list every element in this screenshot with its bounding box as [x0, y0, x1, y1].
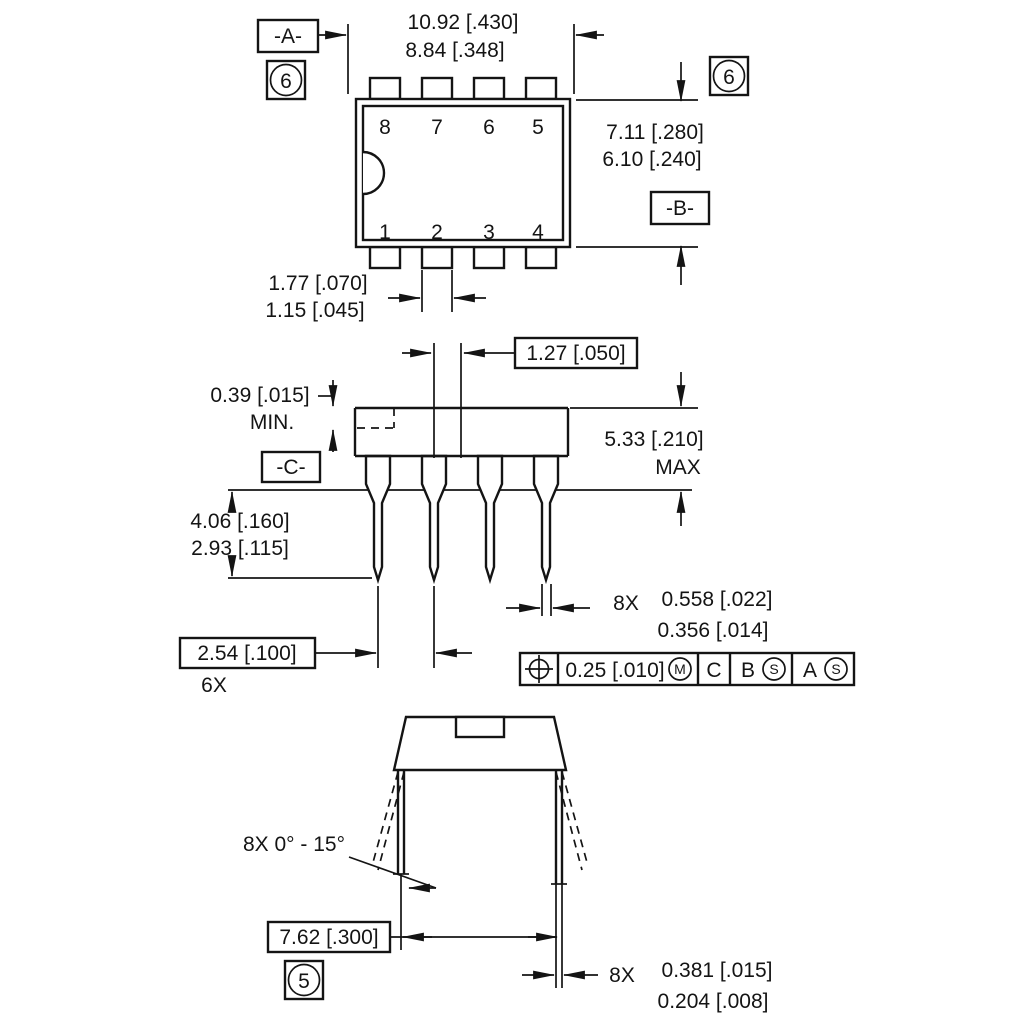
end-view-leads — [393, 770, 567, 988]
dim-lead-thickness-mm: 0.381 [.015] — [662, 959, 773, 982]
datum-b-label: -B- — [666, 197, 694, 220]
dim-lead-width-in: 0.356 [.014] — [658, 619, 769, 642]
flag-5-label: 5 — [298, 970, 310, 993]
side-view: 1.27 [.050] 0.39 [.015] MIN. -C- 5.33 [.… — [178, 336, 856, 697]
dim-package-height: 7.11 [.280] 6.10 [.240] — [576, 62, 704, 285]
dim-pitch-qualifier: 6X — [201, 674, 227, 697]
datum-a: -A- — [256, 18, 320, 54]
datum-b: -B- — [649, 190, 711, 226]
dim-height-in: 6.10 [.240] — [602, 148, 701, 171]
pin-number: 8 — [379, 116, 391, 139]
end-view-index-notch — [454, 715, 506, 739]
dim-standoff: 0.39 [.015] MIN. — [210, 380, 338, 452]
dim-standoff-label: 0.39 [.015] — [210, 384, 309, 407]
pin-number: 1 — [379, 221, 391, 244]
fcf-datum-tertiary: A — [803, 659, 817, 682]
datum-c-label: -C- — [276, 456, 305, 479]
dim-body-height-qualifier: MAX — [655, 456, 701, 479]
dim-row-spacing: 7.62 [.300] — [266, 920, 559, 954]
dim-lead-width-count: 8X — [613, 592, 639, 615]
flag-6-left-label: 6 — [280, 70, 292, 93]
dim-lead-length: 4.06 [.160] 2.93 [.115] — [190, 490, 372, 579]
dim-lead-width: 8X 0.558 [.022] 0.356 [.014] — [506, 584, 772, 642]
dim-height-mm: 7.11 [.280] — [606, 121, 704, 144]
dim-pitch-label: 2.54 [.100] — [197, 642, 296, 665]
pin-number: 7 — [431, 116, 443, 139]
flag-note-6-left: 6 — [265, 59, 307, 101]
position-symbol-icon — [525, 655, 553, 683]
pin-number: 5 — [532, 116, 544, 139]
pin-number: 3 — [483, 221, 495, 244]
dim-lead-length-in: 2.93 [.115] — [191, 537, 289, 560]
pin-number: 2 — [431, 221, 443, 244]
mmc-modifier-icon — [668, 657, 692, 681]
dim-tab-in: 1.15 [.045] — [265, 299, 364, 322]
end-view: 8X 0° - 15° 7.62 [.300] 5 8X 0.381 [.015… — [243, 715, 772, 1013]
flag-note-5: 5 — [283, 959, 325, 1001]
dim-lead-angle: 8X 0° - 15° — [243, 833, 437, 893]
dim-pitch: 2.54 [.100] 6X — [178, 586, 472, 697]
dim-package-width: 10.92 [.430] 8.84 [.348] — [318, 11, 604, 94]
dim-row-spacing-label: 7.62 [.300] — [279, 926, 378, 949]
dim-lead-width-mm: 0.558 [.022] — [662, 588, 773, 611]
dim-lead-angle-label: 8X 0° - 15° — [243, 833, 345, 856]
dim-lead-tab-width: 1.77 [.070] 1.15 [.045] — [265, 270, 486, 322]
dim-width-in: 8.84 [.348] — [405, 39, 504, 62]
dim-lead-thickness: 8X 0.381 [.015] 0.204 [.008] — [522, 959, 772, 1013]
side-view-pins — [364, 454, 560, 585]
pin-numbers: 8 7 6 5 1 2 3 4 — [379, 116, 544, 244]
pin-number: 6 — [483, 116, 495, 139]
datum-c: -C- — [260, 450, 322, 484]
fcf-datum-primary: C — [706, 659, 721, 682]
datum-a-label: -A- — [274, 25, 302, 48]
end-view-splayed-leads — [371, 771, 589, 871]
rfs-modifier-icon — [824, 657, 848, 681]
dim-width-mm: 10.92 [.430] — [408, 11, 519, 34]
pin1-index-notch — [362, 150, 386, 196]
rfs-modifier-icon — [762, 657, 786, 681]
dim-body-height-label: 5.33 [.210] — [604, 428, 703, 451]
pin-number: 4 — [532, 221, 544, 244]
fcf-datum-tertiary-modifier: S — [831, 661, 840, 677]
fcf-material-modifier: M — [674, 661, 686, 677]
dim-half-pitch: 1.27 [.050] — [402, 336, 639, 370]
dim-tab-mm: 1.77 [.070] — [268, 272, 367, 295]
flag-note-6-right: 6 — [708, 55, 750, 97]
dim-lead-thickness-count: 8X — [609, 964, 635, 987]
fcf-datum-secondary: B — [741, 659, 755, 682]
dim-lead-thickness-in: 0.204 [.008] — [658, 990, 769, 1013]
dim-body-height: 5.33 [.210] MAX — [570, 372, 704, 526]
dim-half-pitch-label: 1.27 [.050] — [526, 342, 625, 365]
package-body-outline — [354, 97, 572, 249]
feature-control-frame: 0.25 [.010] M C B S A S — [518, 651, 856, 687]
flag-6-right-label: 6 — [723, 66, 735, 89]
dim-lead-length-mm: 4.06 [.160] — [190, 510, 289, 533]
fcf-tolerance: 0.25 [.010] — [565, 659, 664, 682]
fcf-datum-secondary-modifier: S — [769, 661, 778, 677]
dim-standoff-qualifier: MIN. — [250, 411, 294, 434]
top-view: 8 7 6 5 1 2 3 4 10.92 [.430] 8.84 [.348]… — [256, 11, 750, 322]
